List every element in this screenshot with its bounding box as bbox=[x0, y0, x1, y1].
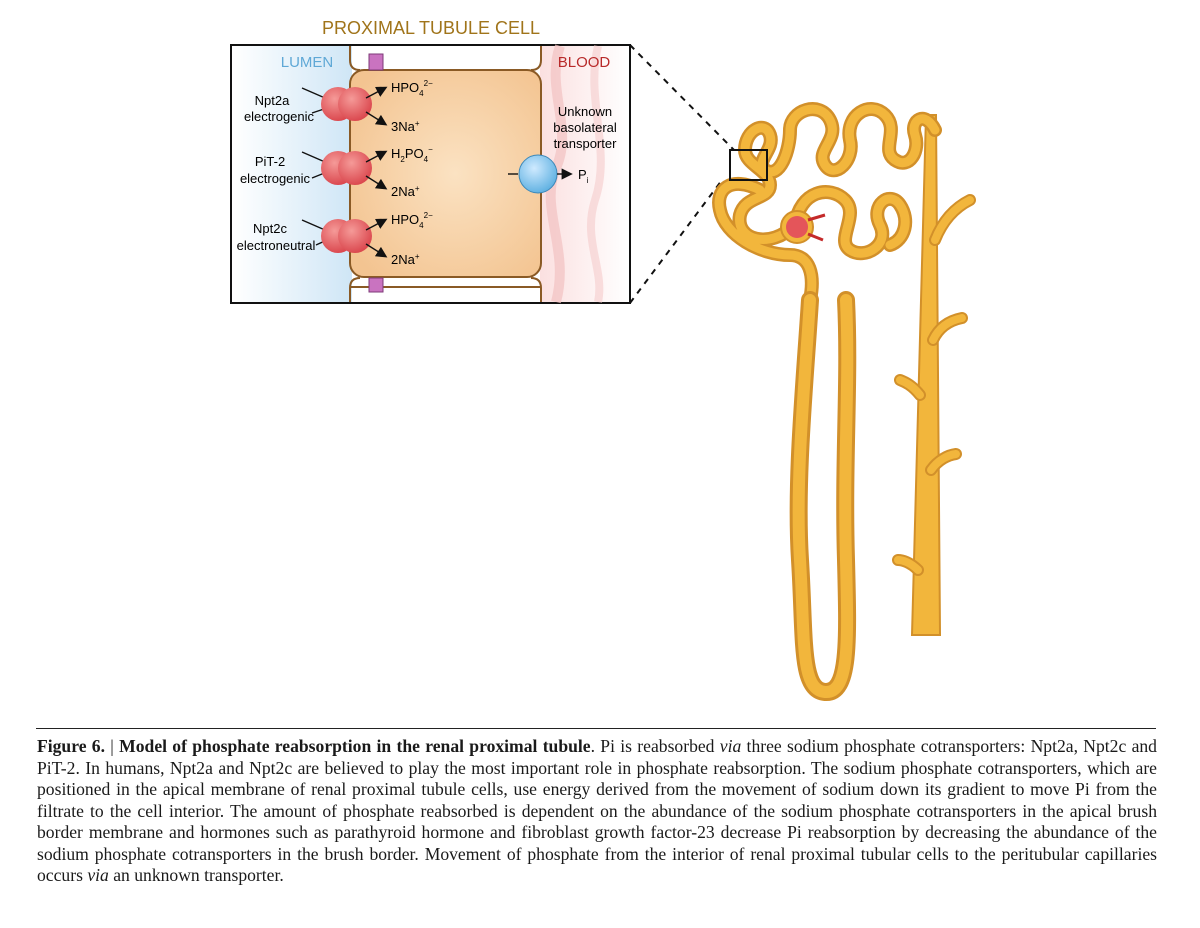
pit2-type: electrogenic bbox=[240, 171, 311, 186]
basolateral-label-line3: transporter bbox=[554, 136, 618, 151]
pit2-sodium-label: 2Na+ bbox=[391, 184, 420, 199]
npt2c-type: electroneutral bbox=[237, 238, 316, 253]
pi-label: Pi bbox=[578, 167, 589, 185]
caption-text-3: an unknown transporter. bbox=[108, 865, 284, 885]
basolateral-transporter: Unknown basolateral transporter Pi bbox=[508, 104, 618, 194]
npt2c-phosphate-label: HPO42− bbox=[391, 211, 433, 230]
zoom-line-bottom bbox=[629, 179, 723, 304]
lumen-label: LUMEN bbox=[281, 54, 334, 71]
figure-caption: Figure 6. | Model of phosphate reabsorpt… bbox=[37, 736, 1157, 887]
npt2a-sodium-label: 3Na+ bbox=[391, 119, 420, 134]
zoom-box bbox=[729, 149, 768, 181]
basolateral-channel bbox=[518, 154, 558, 194]
caption-text-2: three sodium phosphate cotransporters: N… bbox=[37, 736, 1157, 885]
caption-via-2: via bbox=[87, 865, 109, 885]
npt2a-phosphate-label: HPO42− bbox=[391, 79, 433, 98]
basolateral-label-line2: basolateral bbox=[553, 120, 617, 135]
convoluted-tubule bbox=[712, 102, 942, 307]
loop-of-henle bbox=[789, 291, 857, 701]
inset-title: PROXIMAL TUBULE CELL bbox=[322, 18, 540, 38]
pit2-name: PiT-2 bbox=[255, 154, 285, 169]
caption-divider bbox=[36, 728, 1156, 729]
npt2c-sodium-label: 2Na+ bbox=[391, 252, 420, 267]
basolateral-label-line1: Unknown bbox=[558, 104, 612, 119]
caption-title: Model of phosphate reabsorption in the r… bbox=[119, 736, 591, 756]
caption-via-1: via bbox=[719, 736, 742, 756]
collecting-duct bbox=[892, 114, 976, 636]
pit2-phosphate-label: H2PO4− bbox=[391, 145, 433, 164]
tight-junction-top bbox=[368, 53, 384, 71]
caption-separator: | bbox=[105, 736, 120, 756]
caption-figure-label: Figure 6. bbox=[37, 736, 106, 756]
caption-text-1: . Pi is reabsorbed bbox=[590, 736, 720, 756]
blood-label: BLOOD bbox=[558, 54, 611, 71]
npt2a-transporter: Npt2a electrogenic HPO42− 3Na+ bbox=[244, 79, 433, 134]
npt2a-name: Npt2a bbox=[255, 93, 290, 108]
nephron-figure: PROXIMAL TUBULE CELL LUMEN BLOOD Npt2a e… bbox=[230, 18, 976, 701]
zoom-line-top bbox=[629, 44, 735, 151]
nephron-illustration bbox=[712, 102, 976, 701]
npt2c-transporter: Npt2c electroneutral HPO42− 2Na+ bbox=[237, 211, 433, 267]
tight-junction-bottom bbox=[368, 277, 384, 293]
npt2a-type: electrogenic bbox=[244, 109, 315, 124]
pit2-transporter: PiT-2 electrogenic H2PO4− 2Na+ bbox=[240, 145, 433, 199]
inset-panel: LUMEN BLOOD Npt2a electrogenic HPO42− 3N… bbox=[230, 44, 631, 304]
glomerulus bbox=[780, 210, 826, 244]
npt2c-name: Npt2c bbox=[253, 221, 287, 236]
